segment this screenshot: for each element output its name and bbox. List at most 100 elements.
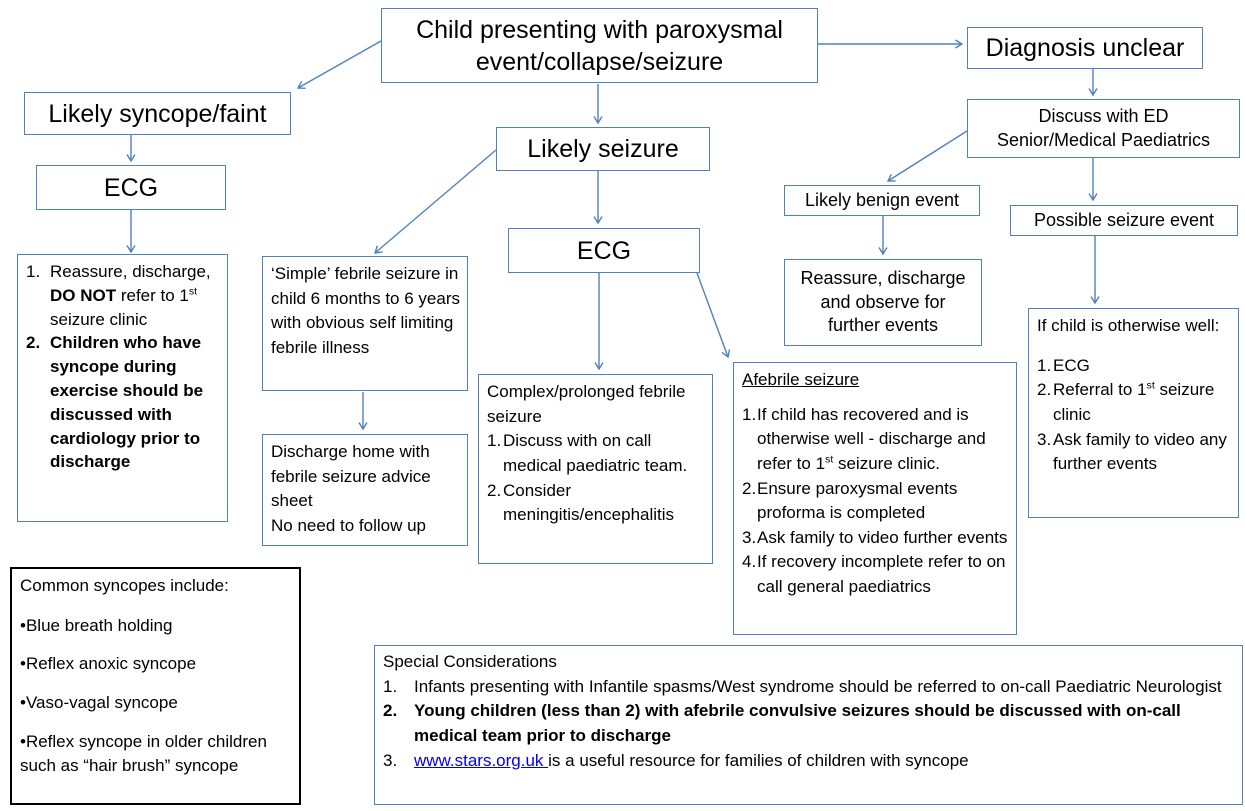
text-segment: Ask family to video further events	[757, 527, 1008, 547]
text-segment: refer to 1	[116, 285, 189, 305]
text-segment: ECG	[1053, 355, 1090, 375]
box-ecg-left: ECG	[36, 165, 226, 210]
box-ecg-mid: ECG	[508, 228, 700, 273]
arrow-ecg-to-afebrile	[696, 272, 731, 359]
text-line: and observe for	[820, 291, 946, 312]
text-segment: Referral to 1	[1053, 380, 1147, 400]
list-body: If recovery incomplete refer to on call …	[757, 550, 1010, 599]
text-line: •Blue breath holding	[20, 615, 173, 635]
list-body: Young children (less than 2) with afebri…	[414, 699, 1236, 748]
list-number: 4.	[742, 552, 757, 572]
box-special-considerations: Special Considerations 1. Infants present…	[374, 645, 1243, 805]
text-segment: Ensure paroxysmal events proforma is com…	[757, 478, 958, 523]
afebrile-heading: Afebrile seizure	[742, 368, 1010, 393]
list-body: Ask family to video further events	[757, 526, 1010, 551]
list-item: 2.Consider meningitis/encephalitis	[487, 479, 706, 528]
box-discharge-home: Discharge home with febrile seizure advi…	[262, 434, 468, 546]
text-segment: Discuss with on call medical paediatric …	[503, 431, 688, 475]
text-line: Discuss with ED	[1038, 105, 1169, 126]
list-number: 2.	[383, 701, 398, 721]
text-line: Reassure, discharge	[800, 267, 966, 288]
text-line: event/collapse/seizure	[475, 47, 724, 76]
text-line: Senior/Medical Paediatrics	[996, 129, 1211, 150]
list-body: Infants presenting with Infantile spasms…	[414, 675, 1236, 700]
afebrile-list: 1.If child has recovered and is otherwis…	[742, 403, 1010, 600]
box-likely-seizure: Likely seizure	[496, 127, 710, 171]
list-body: Consider meningitis/encephalitis	[503, 479, 706, 528]
list-number: 2.	[1037, 380, 1052, 400]
if-child-well-heading: If child is otherwise well:	[1037, 316, 1220, 335]
text-line: •Reflex syncope in older children such a…	[20, 731, 267, 776]
list-number: 2.	[26, 333, 41, 353]
special-considerations-list: 1. Infants presenting with Infantile spas…	[383, 675, 1236, 774]
list-body: Discuss with on call medical paediatric …	[503, 429, 706, 478]
list-item: 1.If child has recovered and is otherwis…	[742, 403, 1010, 477]
list-number: 1.	[1037, 355, 1052, 375]
arrow-discuss-ed-to-benign	[886, 130, 968, 182]
box-child-presenting: Child presenting with paroxysmal event/co…	[381, 8, 818, 83]
text-segment: st	[188, 285, 198, 298]
box-likely-syncope: Likely syncope/faint	[24, 92, 291, 135]
text-segment: If child has recovered and is otherwise …	[757, 404, 986, 473]
list-item: 2.Ensure paroxysmal events proforma is c…	[742, 477, 1010, 526]
special-considerations-heading: Special Considerations	[383, 652, 557, 671]
text-segment: DO NOT	[50, 285, 117, 305]
text-line: Afebrile seizure	[742, 368, 1010, 393]
box-afebrile-seizure: Afebrile seizure 1.If child has recovere…	[733, 362, 1017, 635]
text-segment: is a useful resource for families of chi…	[548, 750, 969, 770]
list-item: 3.Ask family to video any further events	[1037, 428, 1232, 477]
list-item: 2. Young children (less than 2) with afeb…	[383, 699, 1236, 748]
list-item: 1.Discuss with on call medical paediatri…	[487, 429, 706, 478]
list-item: 1.ECG	[1037, 354, 1232, 379]
list-item: 2. Children who have syncope during exerc…	[26, 331, 221, 474]
box-reassure-observe: Reassure, discharge and observe for furthe…	[784, 259, 982, 346]
text-segment: seizure clinic	[1053, 380, 1215, 424]
text-segment: st	[1146, 379, 1155, 392]
list-body: Referral to 1st seizure clinic	[1053, 378, 1232, 427]
text-segment: Reassure, discharge,	[50, 262, 211, 281]
list-body: ECG	[1053, 354, 1232, 379]
box-syncope-actions: 1. Reassure, discharge, DO NOT refer to 1…	[17, 254, 228, 522]
list-number: 1.	[26, 262, 41, 281]
list-item: 3. www.stars.org.uk is a useful resource …	[383, 749, 1236, 774]
list-body: If child has recovered and is otherwise …	[757, 403, 1010, 477]
box-complex-febrile: Complex/prolonged febrile seizure 1.Disc…	[478, 374, 713, 564]
complex-febrile-list: 1.Discuss with on call medical paediatri…	[487, 429, 706, 528]
box-possible-seizure: Possible seizure event	[1010, 205, 1238, 236]
text-segment: Infants presenting with Infantile spasms…	[414, 676, 1222, 696]
arrow-title-to-likely-syncope	[296, 40, 382, 89]
text-line: further events	[827, 315, 939, 336]
list-number: 2.	[487, 480, 502, 500]
list-body: Children who have syncope during exercis…	[50, 331, 221, 474]
list-body: Ask family to video any further events	[1053, 428, 1232, 477]
list-item: 4.If recovery incomplete refer to on cal…	[742, 550, 1010, 599]
text-line: •Reflex anoxic syncope	[20, 654, 197, 674]
list-body: Ensure paroxysmal events proforma is com…	[757, 477, 1010, 526]
text-segment: Ask family to video any further events	[1053, 429, 1227, 474]
text-segment: Young children (less than 2) with afebri…	[414, 701, 1181, 745]
list-number: 3.	[383, 750, 398, 770]
arrow-seizure-to-simple-febrile	[373, 149, 497, 254]
text-segment: st	[825, 453, 834, 466]
stars-link[interactable]: www.stars.org.uk	[414, 750, 549, 770]
text-segment: If recovery incomplete refer to on call …	[757, 552, 1006, 597]
box-simple-febrile: ‘Simple’ febrile seizure in child 6 mont…	[262, 256, 468, 391]
list-item: 1. Reassure, discharge, DO NOT refer to 1…	[26, 260, 221, 331]
list-number: 3.	[742, 527, 757, 547]
common-syncopes-bullets: •Blue breath holding •Reflex anoxic synco…	[20, 614, 293, 779]
list-item: 3.Ask family to video further events	[742, 526, 1010, 551]
text-line: No need to follow up	[271, 515, 426, 535]
common-syncopes-heading: Common syncopes include:	[20, 576, 229, 595]
list-number: 3.	[1037, 429, 1052, 449]
box-discuss-ed: Discuss with ED Senior/Medical Paediatric…	[967, 99, 1240, 158]
text-line: Child presenting with paroxysmal	[416, 15, 783, 44]
list-body: Reassure, discharge, DO NOT refer to 1st…	[50, 260, 221, 331]
list-number: 1.	[383, 676, 398, 696]
list-item: 1. Infants presenting with Infantile spas…	[383, 675, 1236, 700]
list-number: 1.	[487, 431, 502, 451]
box-diagnosis-unclear: Diagnosis unclear	[967, 27, 1203, 69]
text-line: Discharge home with febrile seizure advi…	[271, 442, 431, 511]
text-segment: Afebrile seizure	[742, 370, 860, 389]
